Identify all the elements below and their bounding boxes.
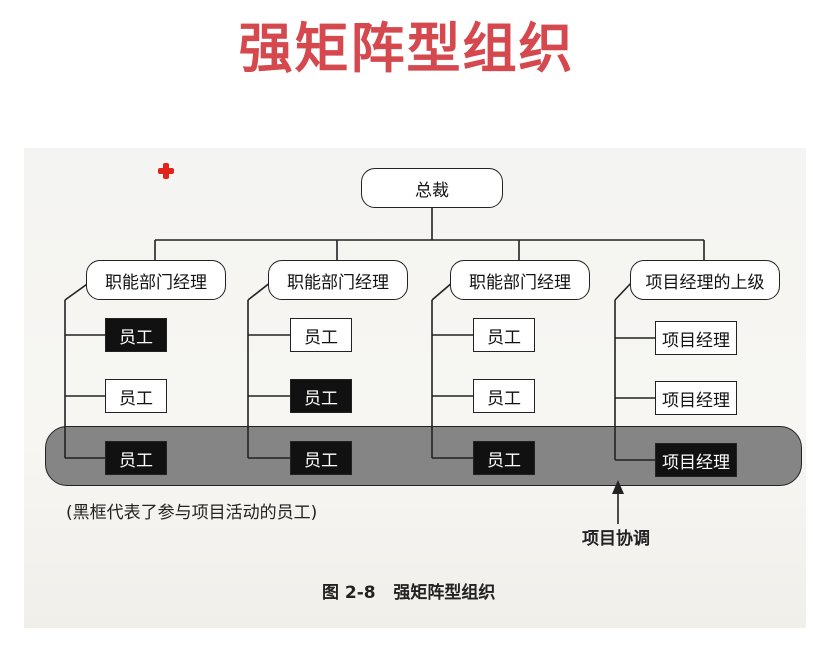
employee-box: 员工 [290, 441, 352, 475]
employee-box: 员工 [290, 318, 352, 352]
project-manager-box: 项目经理 [655, 321, 737, 355]
manager-box-4: 项目经理的上级 [630, 260, 780, 300]
employee-box: 员工 [473, 379, 535, 413]
manager-box-3: 职能部门经理 [450, 260, 590, 300]
figure-caption: 图 2-8 强矩阵型组织 [322, 583, 496, 603]
red-cross-marker-icon [158, 163, 174, 179]
legend-note: (黑框代表了参与项目活动的员工) [66, 503, 318, 523]
president-box: 总裁 [361, 168, 503, 208]
page-title: 强矩阵型组织 [238, 17, 575, 80]
arrow-up-icon [612, 480, 624, 494]
employee-box: 员工 [105, 318, 167, 352]
employee-box: 员工 [473, 441, 535, 475]
manager-box-1: 职能部门经理 [86, 260, 226, 300]
employee-box: 员工 [105, 379, 167, 413]
manager-box-2: 职能部门经理 [268, 260, 408, 300]
employee-box: 员工 [290, 379, 352, 413]
employee-box: 员工 [105, 441, 167, 475]
coordination-label: 项目协调 [582, 529, 650, 549]
employee-box: 员工 [473, 318, 535, 352]
project-manager-box: 项目经理 [655, 443, 737, 477]
project-manager-box: 项目经理 [655, 381, 737, 415]
